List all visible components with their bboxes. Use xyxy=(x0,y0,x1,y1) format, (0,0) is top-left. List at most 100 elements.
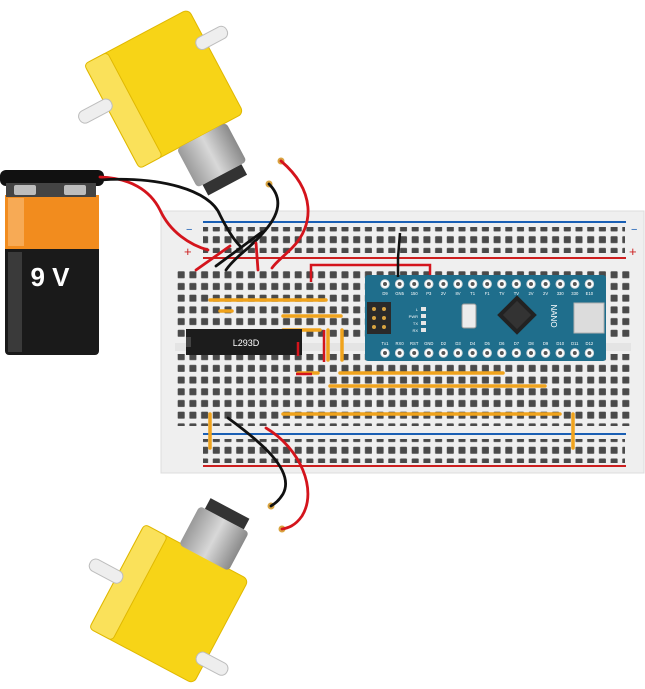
nano-bottom-pin-hole-9 xyxy=(514,351,519,355)
nano-top-pin-label-4: 2V xyxy=(441,291,446,296)
nano-top-pin-hole-4 xyxy=(441,282,446,286)
mcu-chip xyxy=(497,295,537,335)
nano-bottom-pin-label-7: D5 xyxy=(485,341,491,346)
nano-bottom-pin-label-1: RX0 xyxy=(396,341,405,346)
nano-top-pin-hole-5 xyxy=(456,282,460,286)
battery-orange-highlight xyxy=(8,198,24,246)
red-jumpers xyxy=(296,263,432,376)
nano-top-pin-hole-10 xyxy=(529,282,533,286)
nano-bottom-pin-hole-13 xyxy=(572,351,577,355)
nano-bottom-pin-hole-3 xyxy=(426,351,431,355)
led-label-pwr: PWR xyxy=(409,314,418,319)
nano-bottom-pin-hole-6 xyxy=(470,351,475,355)
nano-bottom-pin-label-6: D4 xyxy=(470,341,476,346)
nano-top-pin-label-14: E10 xyxy=(586,291,594,296)
wires xyxy=(98,159,310,531)
nano-bottom-pin-label-12: D10 xyxy=(556,341,564,346)
battery-black-wire xyxy=(98,177,242,248)
l293d-label: L293D xyxy=(233,338,260,348)
top-rail-holes xyxy=(203,227,625,253)
nano-top-pin-hole-6 xyxy=(470,282,475,286)
nano-bottom-pin-hole-5 xyxy=(456,351,460,355)
nano-bottom-pin-hole-0 xyxy=(383,351,387,355)
battery-red-wire xyxy=(98,175,210,252)
usb-connector xyxy=(573,302,605,334)
nano-bottom-pin-label-3: GND xyxy=(424,341,433,346)
nano-top-pin-hole-12 xyxy=(558,282,563,286)
icsp-pins xyxy=(372,307,386,329)
nano-bottom-pin-label-2: RST xyxy=(410,341,419,346)
top-motor xyxy=(78,10,248,196)
nano-board-label: NANO xyxy=(549,304,558,327)
nano-top-pin-hole-13 xyxy=(572,282,577,286)
nano-top-pin-label-6: T1 xyxy=(470,291,476,296)
status-leds: L PWR TX RX xyxy=(409,307,426,333)
bottom-motor-red-wire xyxy=(264,426,310,531)
crystal xyxy=(461,303,477,329)
battery-red-wire-rail xyxy=(194,244,232,272)
top-motor-black-wire xyxy=(224,182,280,272)
red-jumper-top-bridge xyxy=(309,263,432,282)
battery-voltage-label: 9 V xyxy=(30,262,70,292)
jumper-wires xyxy=(208,298,575,450)
top-plus-label-left: + xyxy=(184,244,192,259)
top-motor-shaft-2 xyxy=(195,25,229,51)
nano-top-pin-label-5: 8V xyxy=(455,291,460,296)
nano-top-pin-hole-11 xyxy=(543,282,548,286)
top-motor-red-wire xyxy=(270,159,310,270)
nano-top-pin-label-1: GN5 xyxy=(395,291,404,296)
bottom-motor-body xyxy=(180,507,248,570)
nano-top-pin-hole-1 xyxy=(397,282,402,286)
top-minus-label-left: − xyxy=(186,224,192,236)
top-motor-body xyxy=(178,123,246,187)
battery-snap xyxy=(0,170,104,186)
nano-top-pin-label-3: P3 xyxy=(426,291,432,296)
nano-bottom-pin-hole-10 xyxy=(529,351,533,355)
nano-bottom-pin-label-13: D11 xyxy=(571,341,579,346)
top-plus-label-right: + xyxy=(629,244,637,259)
led-label-tx: TX xyxy=(413,321,418,326)
nano-top-pin-hole-3 xyxy=(426,282,431,286)
top-motor-shaft-1 xyxy=(78,98,113,124)
top-motor-endcap xyxy=(202,164,248,196)
nano-bottom-pin-label-8: D6 xyxy=(499,341,505,346)
nano-top-pin-label-13: 330 xyxy=(571,291,579,296)
led-label-l: L xyxy=(416,307,419,312)
nano-bottom-pin-label-4: D2 xyxy=(441,341,447,346)
nano-top-pin-label-0: D9 xyxy=(382,291,388,296)
bottom-motor xyxy=(88,498,250,683)
nano-gnd-black-wire xyxy=(396,232,402,277)
top-rail-red-link xyxy=(254,241,260,272)
nano-top-pin-label-7: F1 xyxy=(485,291,491,296)
nano-bottom-pin-hole-14 xyxy=(587,351,592,355)
nano-bottom-pin-label-0: Tx1 xyxy=(382,341,390,346)
battery-terminal-right xyxy=(64,185,86,195)
nano-bottom-pin-label-9: D7 xyxy=(514,341,520,346)
nano-top-pin-label-8: TV xyxy=(499,291,505,296)
nano-top-pin-label-2: 150 xyxy=(411,291,419,296)
top-rail-black-cross xyxy=(214,230,264,268)
nano-bottom-pin-hole-1 xyxy=(397,351,402,355)
top-motor-gearbox-front xyxy=(85,53,162,168)
top-minus-label-right: − xyxy=(631,224,637,236)
nano-top-pin-hole-7 xyxy=(485,282,490,286)
nano-bottom-pin-hole-7 xyxy=(485,351,490,355)
nano-bottom-pin-label-10: D8 xyxy=(528,341,534,346)
nano-bottom-pin-hole-11 xyxy=(543,351,548,355)
bottom-motor-black-wire xyxy=(226,416,287,508)
battery-terminal-left xyxy=(14,185,36,195)
nano-bottom-pin-label-11: D9 xyxy=(543,341,549,346)
nano-top-pin-hole-0 xyxy=(383,282,387,286)
nano-top-pin-label-11: 2V xyxy=(543,291,548,296)
nano-top-pin-label-10: 2V xyxy=(528,291,533,296)
nano-bottom-pin-hole-12 xyxy=(558,351,563,355)
icsp-header xyxy=(367,302,391,334)
nano-top-pin-hole-14 xyxy=(587,282,592,286)
bottom-motor-shaft-1 xyxy=(88,558,124,584)
nano-top-pin-hole-9 xyxy=(514,282,519,286)
nano-bottom-pin-label-14: D12 xyxy=(586,341,594,346)
